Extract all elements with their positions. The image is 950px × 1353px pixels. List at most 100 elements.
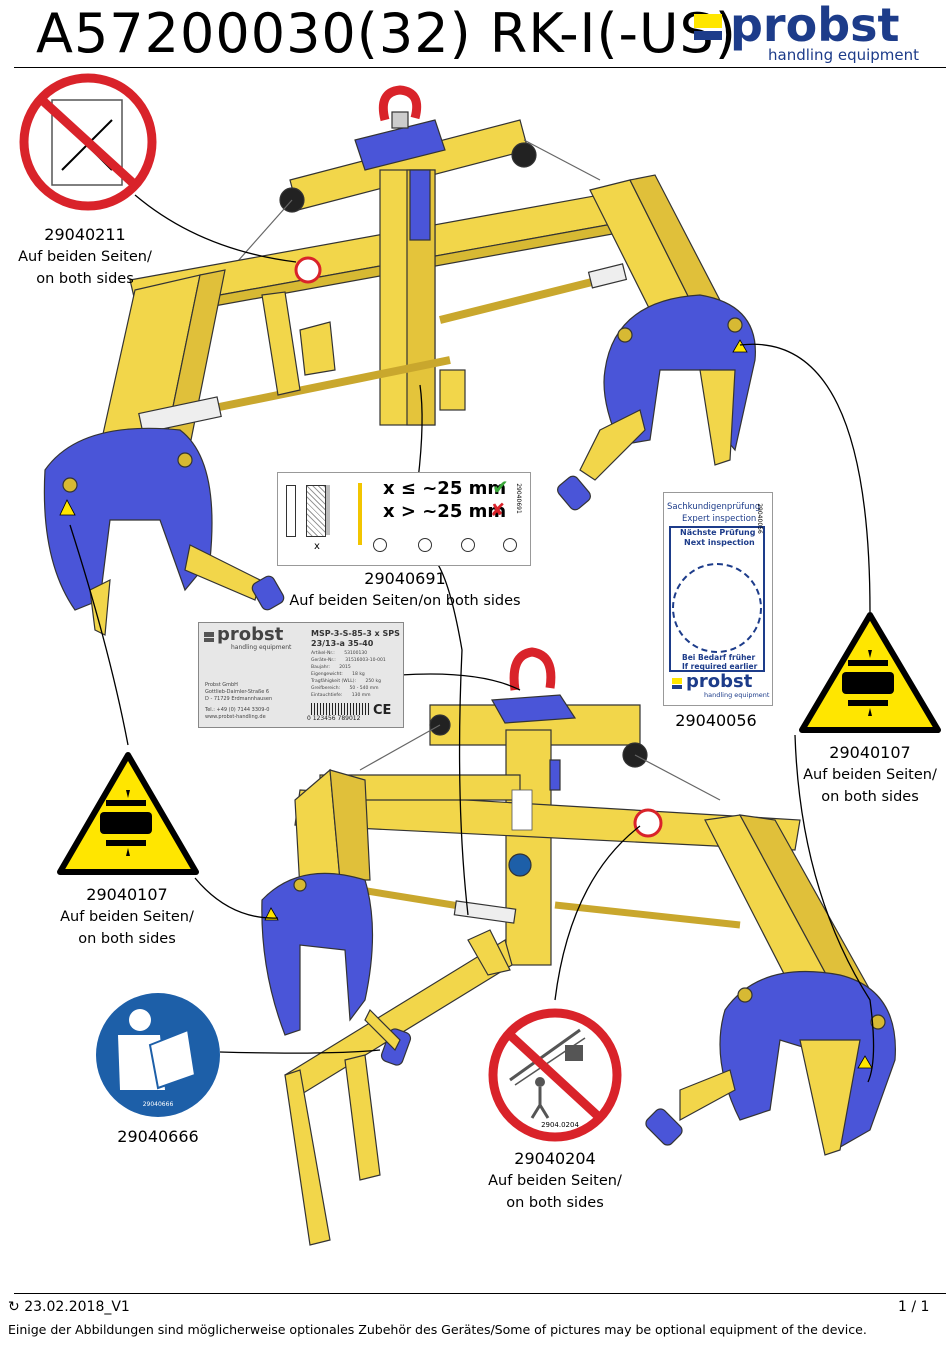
plate-value: 53100130	[344, 651, 368, 656]
plate-address1: Probst GmbH	[205, 682, 238, 688]
insp-brand: probst	[686, 671, 753, 692]
plate-model: MSP-3-S-85-3 x SPS	[311, 629, 400, 638]
revision-icon: ↻	[8, 1299, 20, 1315]
footer-note: Einige der Abbildungen sind möglicherwei…	[8, 1322, 867, 1337]
check-icon: ✔	[492, 475, 509, 499]
no-stand-sign-code: 2904.0204	[541, 1121, 579, 1129]
read-manual-icon: 29040666	[96, 993, 220, 1117]
logo-brand: probst	[730, 0, 900, 52]
logo-square-icon	[694, 14, 722, 28]
label-line2: Auf beiden Seiten/on both sides	[289, 593, 521, 609]
plate-key: Baujahr:	[311, 665, 330, 670]
insp-logo-square	[672, 678, 682, 684]
plate-key: Geräte-Nr.:	[311, 658, 336, 663]
plate-brand: probst	[217, 624, 284, 645]
plate-logo-square	[204, 632, 214, 637]
label-29040107-right: 29040107 Auf beiden Seiten/ on both side…	[795, 742, 945, 808]
plate-key: Artikel-Nr.:	[311, 651, 335, 656]
gap-diagram	[286, 485, 346, 537]
plate-address3: D - 71729 Erdmannhausen	[205, 696, 273, 702]
insp-box	[669, 526, 765, 672]
label-29040107-left: 29040107 Auf beiden Seiten/ on both side…	[52, 884, 202, 950]
plate-web: www.probst-handling.de	[205, 714, 266, 720]
label-line3: on both sides	[36, 271, 134, 287]
gap-row-not-ok: x > ~25 mm	[383, 501, 507, 522]
plate-key: Eigengewicht:	[311, 672, 343, 677]
insp-line3: Nächste Prüfung	[680, 528, 756, 537]
label-code: 29040204	[514, 1149, 596, 1168]
footer-divider	[14, 1293, 946, 1294]
plate-model-2: 23/13-a 35-40	[311, 639, 374, 648]
plate-rows: Artikel-Nr.: 53100130 Geräte-Nr.: 315160…	[311, 650, 401, 699]
gap-x-label: x	[314, 541, 320, 552]
hand-crush-warning-icon	[799, 612, 941, 733]
logo-subtitle: handling equipment	[768, 46, 920, 64]
footer-page: 1 / 1	[898, 1299, 930, 1315]
plate-tel: Tel.: +49 (0) 7144 3309-0	[205, 707, 270, 713]
arrow-up-icon	[358, 483, 362, 545]
footer-date-row: ↻ 23.02.2018_V1	[8, 1299, 130, 1315]
no-step-sign	[19, 73, 157, 211]
label-code: 29040691	[364, 569, 446, 588]
plate-key: Tragfähigkeit (WLL):	[311, 679, 357, 684]
footer-date: 23.02.2018_V1	[24, 1299, 130, 1315]
logo-square-icon-2	[694, 31, 722, 40]
label-line2: Auf beiden Seiten/	[60, 909, 194, 925]
gap-code-vertical: 29040691	[514, 483, 522, 514]
plate-value: 50 - 540 mm	[349, 686, 379, 691]
label-line2: Auf beiden Seiten/	[18, 249, 152, 265]
label-line3: on both sides	[78, 931, 176, 947]
label-line3: on both sides	[506, 1195, 604, 1211]
inspection-sticker: Sachkundigenprüfung Expert inspection Nä…	[663, 492, 773, 706]
label-line3: on both sides	[821, 789, 919, 805]
probst-logo: probst handling equipment	[692, 0, 922, 64]
plate-key: Eintauchtiefe:	[311, 693, 343, 698]
label-code: 29040211	[44, 225, 126, 244]
label-code: 29040107	[86, 885, 168, 904]
insp-line5: Bei Bedarf früher	[682, 653, 756, 662]
label-code: 29040056	[675, 711, 757, 730]
label-29040211: 29040211 Auf beiden Seiten/ on both side…	[10, 224, 160, 290]
insp-line1: Sachkundigenprüfung	[667, 502, 761, 512]
gap-sticker: x x ≤ ~25 mm ✔ x > ~25 mm ✘ 29040691	[277, 472, 531, 566]
plate-value: 2015	[339, 665, 351, 670]
top-device	[43, 85, 756, 636]
insp-logo-square-2	[672, 685, 682, 689]
plate-address2: Gottlieb-Daimler-Straße 6	[205, 689, 270, 695]
insp-code-vertical: 29040056	[755, 503, 763, 534]
document-title: A57200030(32) RK-I(-US)	[36, 2, 737, 65]
gap-row-ok: x ≤ ~25 mm	[383, 478, 507, 499]
type-plate: probst handling equipment MSP-3-S-85-3 x…	[198, 622, 404, 728]
plate-value: 130 mm	[351, 693, 371, 698]
header-divider	[14, 67, 946, 68]
plate-value: 250 kg	[365, 679, 381, 684]
plate-value: 18 kg	[352, 672, 365, 677]
bottom-device	[261, 647, 896, 1246]
label-line2: Auf beiden Seiten/	[803, 767, 937, 783]
no-standing-under-load-icon: 2904.0204	[488, 1008, 622, 1142]
label-line2: Auf beiden Seiten/	[488, 1173, 622, 1189]
hand-crush-warning-icon-2	[57, 752, 199, 875]
plate-barcode-digits: 0 123456 789012	[307, 715, 361, 722]
insp-line6: If required earlier	[682, 662, 758, 671]
label-29040666: 29040666	[83, 1126, 233, 1148]
insp-line2: Expert inspection	[682, 514, 757, 524]
circles-row	[373, 538, 523, 552]
label-29040204: 29040204 Auf beiden Seiten/ on both side…	[480, 1148, 630, 1214]
plate-key: Greifbereich:	[311, 686, 341, 691]
read-sign-code: 29040666	[143, 1101, 174, 1108]
plate-brand-sub: handling equipment	[231, 644, 292, 651]
plate-value: 31516003-10-001	[345, 658, 386, 663]
insp-circle	[672, 563, 762, 653]
label-29040056: 29040056	[660, 710, 772, 732]
label-code: 29040107	[829, 743, 911, 762]
leader-lines	[69, 194, 875, 1083]
plate-barcode	[311, 703, 369, 715]
label-29040691: 29040691 Auf beiden Seiten/on both sides	[280, 568, 530, 612]
insp-brand-sub: handling equipment	[704, 691, 770, 699]
label-code: 29040666	[117, 1127, 199, 1146]
ce-mark: CE	[373, 703, 392, 718]
cross-icon: ✘	[490, 500, 506, 521]
insp-line4: Next inspection	[684, 538, 755, 547]
